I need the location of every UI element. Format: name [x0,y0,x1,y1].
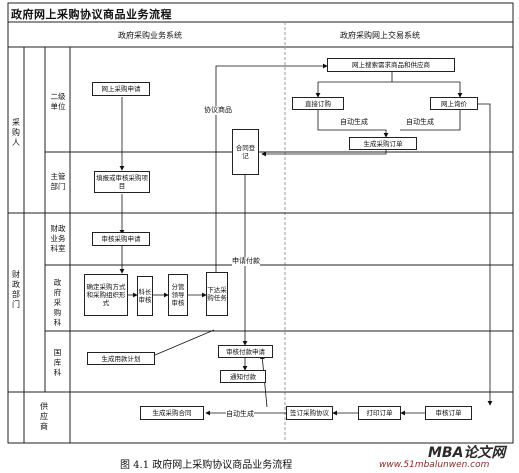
node-search: 网上搜索需求商品和供应商 [327,58,455,72]
node-review-order: 审核订单 [425,406,472,420]
diagram-title: 政府网上采购协议商品业务流程 [11,8,172,21]
node-apply: 网上采购申请 [92,82,150,96]
node-inquiry: 网上询价 [430,97,478,110]
watermark-url: www.51mbalunwen.com [379,460,490,470]
node-leader: 分管领导审核 [168,274,188,316]
node-fill-review: 填报或审核采购项目 [94,171,150,193]
node-review-pay: 审核付款申请 [218,345,273,358]
sublane-finance-office: 财政业务科室 [50,224,66,253]
node-section-chief: 科长审核 [137,276,153,316]
sublane-supervisor: 主管部门 [50,172,66,191]
group-label-supplier: 供应商 [40,402,48,431]
sublane-treasury: 国库科 [53,348,62,377]
edge-label-request-pay: 申请付款 [232,257,260,266]
edge-label-auto-gen-3: 自动生成 [226,410,254,419]
group-label-purchaser: 采购人 [12,118,20,147]
outer-frame [7,2,514,444]
node-notify-pay: 通知付款 [220,370,266,383]
node-sign-contract: 签订采购协议 [286,406,333,420]
edge-label-auto-gen-2: 自动生成 [406,118,434,127]
edge-label-agreement-goods: 协议商品 [204,106,232,115]
column-header-left: 政府采购业务系统 [118,31,182,40]
node-print-order: 打印订单 [358,406,401,420]
node-contract-reg: 合同登记 [232,129,259,175]
node-payment-plan: 生成用款计划 [87,352,155,365]
column-header-right: 政府采购网上交易系统 [340,31,420,40]
sublane-procurement: 政府采购科 [53,278,62,327]
watermark-brand: MBA论文网 [428,445,506,461]
node-gen-order: 生成采购订单 [349,137,417,150]
node-gen-contract: 生成采购合同 [140,406,204,420]
group-label-finance: 财政部门 [12,270,20,309]
sublane-level2: 二级单位 [50,92,66,111]
node-decide-method: 确定采购方式和采购组织形式 [84,274,128,316]
node-issue-task: 下达采购任务 [206,272,228,316]
node-review-apply: 审核采购申请 [92,232,150,246]
node-direct-order: 直接订购 [292,97,344,110]
figure-caption: 图 4.1 政府网上采购协议商品业务流程 [120,460,293,471]
edge-label-auto-gen-1: 自动生成 [340,118,368,127]
